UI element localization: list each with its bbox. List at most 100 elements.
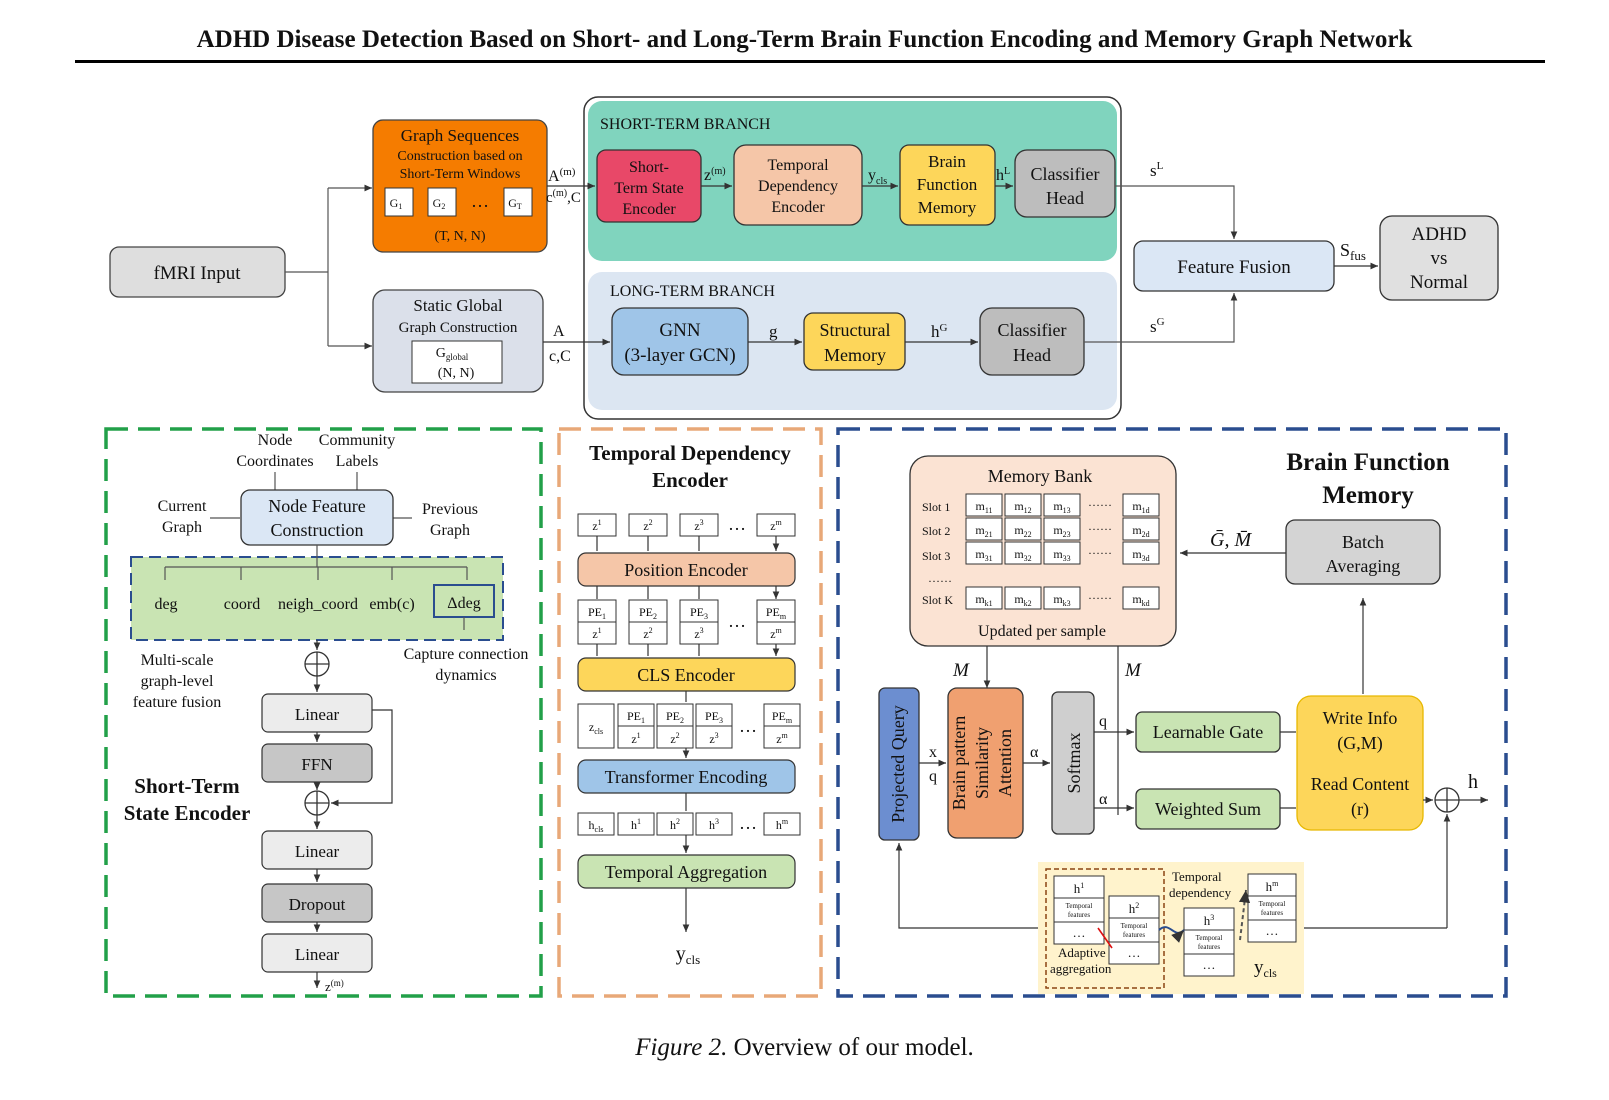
- m-symbol-right: M: [1124, 660, 1142, 681]
- memory-row-dots: ……: [1088, 543, 1112, 557]
- svg-text:Construction: Construction: [271, 520, 364, 540]
- short-term-encoder-block: Short- Term State Encoder: [596, 149, 702, 223]
- svg-text:Short-: Short-: [629, 159, 669, 176]
- svg-text:Memory: Memory: [918, 198, 977, 217]
- svg-text:(G,M): (G,M): [1337, 733, 1383, 754]
- svg-text:Softmax: Softmax: [1064, 733, 1084, 794]
- output-block: ADHD vs Normal: [1379, 215, 1499, 301]
- svg-text:Dependency: Dependency: [758, 178, 838, 195]
- svg-text:Temporal: Temporal: [1121, 922, 1148, 930]
- memory-cell: [1004, 517, 1042, 541]
- svg-text:PE2: PE2: [666, 709, 684, 725]
- memory-cell: [965, 493, 1003, 517]
- memory-cell: [1043, 586, 1081, 610]
- feature-coord: coord: [224, 596, 260, 613]
- memory-cell: [1043, 541, 1081, 565]
- static-global-line1: Static Global: [413, 296, 503, 315]
- svg-text:Head: Head: [1046, 188, 1084, 208]
- graph-dots: …: [471, 191, 489, 211]
- g-global-shape: (N, N): [438, 366, 475, 381]
- svg-text:…: …: [1266, 923, 1279, 938]
- graph-sequences-shape: (T, N, N): [434, 229, 485, 244]
- svg-text:z2: z2: [643, 518, 652, 533]
- svg-text:features: features: [1123, 931, 1145, 939]
- svg-text:Position Encoder: Position Encoder: [624, 560, 748, 580]
- svg-text:dynamics: dynamics: [435, 667, 496, 684]
- svg-text:Current: Current: [158, 498, 207, 515]
- graph-gt-label: GT: [508, 196, 522, 211]
- svg-text:PE3: PE3: [705, 709, 723, 725]
- svg-text:Encoder: Encoder: [622, 201, 676, 218]
- svg-text:vs: vs: [1431, 248, 1448, 269]
- memory-title-2: Memory: [1322, 482, 1414, 509]
- svg-text:…: …: [1128, 945, 1141, 960]
- svg-text:z1: z1: [592, 626, 601, 641]
- memory-cell-label: m12: [1014, 499, 1031, 515]
- svg-text:Projected Query: Projected Query: [888, 705, 908, 822]
- memory-cell: [965, 586, 1003, 610]
- weighted-sum-block: Weighted Sum: [1135, 788, 1281, 830]
- linear-layer-1: Linear: [261, 693, 373, 733]
- memory-row-dots: ……: [1088, 519, 1112, 533]
- write-read-block: Write Info (G,M) Read Content (r): [1296, 695, 1424, 831]
- svg-text:z3: z3: [709, 731, 718, 746]
- svg-text:features: features: [1068, 911, 1090, 919]
- memory-cell: [1004, 541, 1042, 565]
- svg-text:hcls: hcls: [589, 818, 604, 834]
- long-term-branch-label: LONG-TERM BRANCH: [610, 283, 775, 300]
- feature-neigh-coord: neigh_coord: [278, 596, 358, 613]
- short-term-branch-label: SHORT-TERM BRANCH: [600, 116, 771, 133]
- svg-text:z2: z2: [670, 731, 679, 746]
- graph-g1-label: G1: [390, 196, 403, 211]
- z-m-output: z(m): [325, 978, 344, 994]
- svg-text:Similarity: Similarity: [972, 727, 992, 799]
- temporal-encoder-title-1: Temporal Dependency: [589, 441, 791, 465]
- svg-text:h1: h1: [1074, 881, 1085, 896]
- svg-text:…: …: [728, 611, 746, 631]
- similarity-attention-block: Brain pattern Similarity Attention: [947, 687, 1024, 839]
- svg-text:……: ……: [928, 571, 952, 585]
- svg-text:ADHD: ADHD: [1412, 224, 1467, 245]
- svg-text:hm: hm: [1266, 879, 1280, 894]
- memory-cell-label: m3d: [1132, 547, 1149, 563]
- alpha-label-2: α: [1099, 791, 1108, 808]
- caption-figure-label: Figure 2.: [635, 1034, 728, 1061]
- memory-cell-label: m11: [975, 499, 992, 515]
- svg-text:Linear: Linear: [295, 945, 340, 964]
- svg-text:Graph: Graph: [430, 522, 470, 539]
- graph-sequences-block: Graph Sequences Construction based on Sh…: [372, 119, 548, 253]
- figure-caption: Figure 2. Overview of our model.: [0, 1034, 1609, 1062]
- svg-text:PE1: PE1: [588, 605, 606, 621]
- svg-text:zm: zm: [770, 626, 782, 641]
- cls-token-row: zcls PE1 PE2 PE3 PEm z1 z2 z3 … zm: [577, 703, 801, 749]
- svg-text:…: …: [739, 813, 757, 833]
- svg-text:Classifier: Classifier: [1031, 164, 1100, 184]
- graph-sequences-title: Graph Sequences: [401, 126, 520, 145]
- structural-memory-block: Structural Memory: [803, 312, 906, 371]
- svg-text:h3: h3: [709, 817, 719, 832]
- svg-text:Capture connection: Capture connection: [404, 646, 529, 663]
- svg-text:dependency: dependency: [1169, 885, 1232, 900]
- graph-g2-label: G2: [433, 196, 446, 211]
- linear-layer-3: Linear: [261, 933, 373, 973]
- updated-per-sample: Updated per sample: [978, 623, 1106, 640]
- memory-cell: [1043, 517, 1081, 541]
- svg-text:…: …: [728, 514, 746, 534]
- h-l-label: hL: [996, 166, 1010, 184]
- svg-text:Memory: Memory: [824, 345, 886, 365]
- svg-text:Transformer Encoding: Transformer Encoding: [605, 767, 768, 787]
- static-global-block: Static Global Graph Construction Gglobal…: [372, 289, 544, 393]
- dropout-layer: Dropout: [261, 883, 373, 923]
- fmri-input-label: fMRI Input: [153, 263, 241, 284]
- page-title: ADHD Disease Detection Based on Short- a…: [196, 26, 1413, 53]
- svg-text:Write Info: Write Info: [1323, 708, 1398, 728]
- s-g-label: sG: [1150, 316, 1165, 336]
- svg-text:h3: h3: [1204, 913, 1215, 928]
- svg-text:Structural: Structural: [820, 320, 891, 340]
- pe-token-row: PE1 PE2 PE3 PEm z1 z2 z3 … zm: [577, 599, 796, 645]
- svg-text:Temporal: Temporal: [1196, 934, 1223, 942]
- svg-text:Weighted Sum: Weighted Sum: [1155, 799, 1261, 819]
- transformer-encoding-block: Transformer Encoding: [577, 759, 796, 794]
- h-token-row: hcls h1 h2 h3 … hm: [577, 812, 801, 836]
